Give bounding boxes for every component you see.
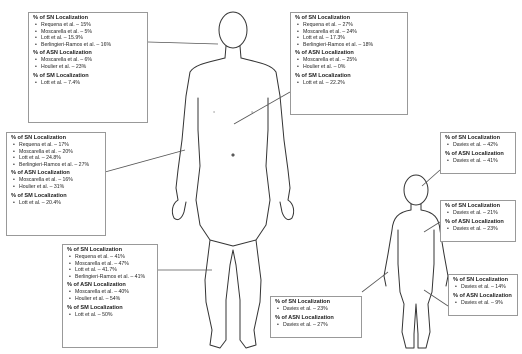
leader-line-back xyxy=(234,92,290,124)
child-head xyxy=(404,175,428,205)
list-item: •Requena et al. – 27% xyxy=(295,22,403,29)
annotation-box-head: % of SN Localization •Requena et al. – 1… xyxy=(28,12,148,123)
annotation-box-child-leg: % of SN Localization •Davies et al. – 14… xyxy=(448,274,518,316)
annotation-box-child-trunk: % of SN Localization •Davies et al. – 21… xyxy=(440,200,516,242)
section-title: % of SN Localization xyxy=(445,135,511,142)
list-item: •Lott et al. – 22.2% xyxy=(295,80,403,87)
leader-line-head xyxy=(148,42,218,44)
section-title: % of SM Localization xyxy=(295,73,403,80)
list-item: •Berlingieri-Ramos et al. – 16% xyxy=(33,42,143,49)
list-item: •Moscarella et al. – 5% xyxy=(33,29,143,36)
section-title: % of SN Localization xyxy=(275,299,357,306)
list-item: •Moscarella et al. – 6% xyxy=(33,57,143,64)
section-title: % of ASN Localization xyxy=(67,282,153,289)
leader-line-arm xyxy=(105,150,185,172)
annotation-box-child-head: % of SN Localization •Davies et al. – 42… xyxy=(440,132,516,174)
list-item: •Lott et al. – 20.4% xyxy=(11,200,101,207)
list-item: •Moscarella et al. – 20% xyxy=(11,149,101,156)
section-title: % of ASN Localization xyxy=(33,50,143,57)
list-item: •Davies et al. – 42% xyxy=(445,142,511,149)
list-item: •Moscarella et al. – 40% xyxy=(67,289,153,296)
section-title: % of SN Localization xyxy=(445,203,511,210)
list-item: •Lott et al. – 50% xyxy=(67,312,153,319)
list-item: •Houlier et al. – 0% xyxy=(295,64,403,71)
list-item: •Houlier et al. – 54% xyxy=(67,296,153,303)
list-item: •Davies et al. – 21% xyxy=(445,210,511,217)
list-item: •Houlier et al. – 31% xyxy=(11,184,101,191)
adult-right-hand xyxy=(280,200,294,220)
annotation-box-back: % of SN Localization •Requena et al. – 2… xyxy=(290,12,408,115)
adult-head xyxy=(219,12,247,48)
list-item: •Berlingieri-Ramos et al. – 18% xyxy=(295,42,403,49)
list-item: •Moscarella et al. – 25% xyxy=(295,57,403,64)
section-title: % of SN Localization xyxy=(295,15,403,22)
list-item: •Davies et al. – 23% xyxy=(275,306,357,313)
section-title: % of ASN Localization xyxy=(11,170,101,177)
leader-line-child-arm xyxy=(362,272,388,292)
list-item: •Houlier et al. – 23% xyxy=(33,64,143,71)
list-item: •Requena et al. – 15% xyxy=(33,22,143,29)
list-item: •Moscarella et al. – 47% xyxy=(67,261,153,268)
child-body xyxy=(384,204,448,348)
list-item: •Lott et al. – 7.4% xyxy=(33,80,143,87)
list-item: •Lott et al. – 41.7% xyxy=(67,267,153,274)
section-title: % of ASN Localization xyxy=(275,315,357,322)
list-item: •Davies et al. – 9% xyxy=(453,300,513,307)
list-item: •Berlingieri-Ramos et al. – 41% xyxy=(67,274,153,281)
child-figure xyxy=(384,175,448,348)
list-item: •Davies et al. – 23% xyxy=(445,226,511,233)
section-title: % of SN Localization xyxy=(453,277,513,284)
leader-line-child-trunk xyxy=(424,222,440,232)
list-item: •Lott et al. – 17.3% xyxy=(295,35,403,42)
section-title: % of SM Localization xyxy=(11,193,101,200)
section-title: % of ASN Localization xyxy=(445,219,511,226)
list-item: •Davies et al. – 14% xyxy=(453,284,513,291)
section-title: % of ASN Localization xyxy=(295,50,403,57)
section-title: % of SM Localization xyxy=(67,305,153,312)
adult-navel xyxy=(232,154,234,156)
list-item: •Requena et al. – 17% xyxy=(11,142,101,149)
list-item: •Moscarella et al. – 24% xyxy=(295,29,403,36)
adult-left-hand xyxy=(172,200,186,220)
adult-legs xyxy=(205,240,261,348)
adult-torso xyxy=(176,58,290,246)
annotation-box-leg: % of SN Localization •Requena et al. – 4… xyxy=(62,244,158,348)
section-title: % of ASN Localization xyxy=(453,293,513,300)
leader-line-child-head xyxy=(422,170,440,186)
section-title: % of SN Localization xyxy=(67,247,153,254)
section-title: % of SN Localization xyxy=(11,135,101,142)
list-item: •Davies et al. – 41% xyxy=(445,158,511,165)
annotation-box-child-arm: % of SN Localization •Davies et al. – 23… xyxy=(270,296,362,338)
annotation-box-arm: % of SN Localization •Requena et al. – 1… xyxy=(6,132,106,236)
list-item: •Lott et al. – 15.9% xyxy=(33,35,143,42)
list-item: •Berlingieri-Ramos et al. – 27% xyxy=(11,162,101,169)
list-item: •Moscarella et al. – 16% xyxy=(11,177,101,184)
section-title: % of SM Localization xyxy=(33,73,143,80)
list-item: •Davies et al. – 27% xyxy=(275,322,357,329)
list-item: •Requena et al. – 41% xyxy=(67,254,153,261)
section-title: % of ASN Localization xyxy=(445,151,511,158)
section-title: % of SN Localization xyxy=(33,15,143,22)
list-item: •Lott et al. – 24.8% xyxy=(11,155,101,162)
leader-line-child-leg xyxy=(424,290,448,306)
